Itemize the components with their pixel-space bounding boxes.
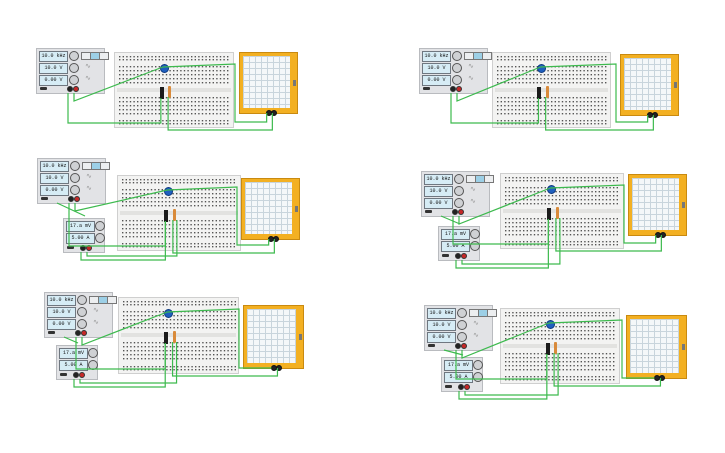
triangle-wave-button[interactable] — [484, 175, 494, 183]
current-display: 5.00 A — [444, 372, 473, 383]
wave-preview-icon: ∿ — [86, 185, 92, 192]
offset-display: 0.00 V — [47, 319, 76, 330]
current-knob[interactable] — [473, 372, 483, 382]
resistor[interactable] — [554, 342, 558, 354]
power-switch[interactable] — [425, 210, 432, 213]
amplitude-display: 10.0 V — [422, 63, 451, 74]
power-switch[interactable] — [428, 344, 435, 347]
power-switch[interactable] — [67, 246, 74, 249]
oscilloscope[interactable] — [626, 315, 687, 381]
oscilloscope-ground-terminal[interactable] — [659, 375, 666, 381]
frequency-display: 10.0 kHz — [47, 295, 76, 306]
amplitude-knob[interactable] — [457, 320, 467, 330]
triangle-wave-button[interactable] — [107, 296, 117, 304]
breadboard-holes — [503, 312, 617, 381]
power-switch[interactable] — [423, 87, 430, 90]
negative-terminal[interactable] — [455, 343, 461, 349]
amplitude-knob[interactable] — [70, 173, 80, 183]
frequency-knob[interactable] — [457, 308, 467, 318]
amplitude-display: 10.0 V — [39, 63, 68, 74]
frequency-display: 10.0 kHz — [40, 161, 69, 172]
wave-preview-icon: ∿ — [473, 332, 479, 339]
power-switch[interactable] — [60, 373, 67, 376]
oscilloscope-control[interactable] — [682, 343, 685, 350]
offset-display: 0.00 V — [422, 75, 451, 86]
power-switch[interactable] — [48, 331, 55, 334]
power-switch[interactable] — [445, 385, 452, 388]
triangle-wave-button[interactable] — [100, 162, 110, 170]
voltage-display: 17.a mV — [444, 360, 473, 371]
frequency-knob[interactable] — [69, 51, 79, 61]
negative-terminal[interactable] — [450, 86, 456, 92]
frequency-display: 10.0 kHz — [424, 174, 453, 185]
offset-display: 0.00 V — [39, 75, 68, 86]
triangle-wave-button[interactable] — [482, 52, 492, 60]
negative-terminal[interactable] — [452, 209, 458, 215]
oscilloscope-control[interactable] — [299, 333, 302, 340]
triangle-wave-button[interactable] — [99, 52, 109, 60]
oscilloscope-control[interactable] — [682, 202, 685, 208]
oscilloscope-control[interactable] — [674, 82, 677, 88]
power-switch[interactable] — [41, 197, 48, 200]
voltage-knob[interactable] — [473, 360, 483, 370]
offset-display: 0.00 V — [427, 332, 456, 343]
frequency-knob[interactable] — [452, 51, 462, 61]
triangle-wave-button[interactable] — [487, 309, 497, 317]
frequency-knob[interactable] — [454, 174, 464, 184]
power-switch[interactable] — [442, 254, 449, 257]
offset-display: 0.00 V — [424, 198, 453, 209]
amplitude-display: 10.0 V — [424, 186, 453, 197]
amplitude-display: 10.0 V — [40, 173, 69, 184]
wave-preview-icon: ∿ — [86, 173, 92, 180]
offset-knob[interactable] — [457, 332, 467, 342]
oscilloscope-control[interactable] — [293, 80, 296, 86]
wave-preview-icon: ∿ — [93, 307, 99, 314]
positive-terminal[interactable] — [464, 384, 470, 390]
breadboard[interactable] — [500, 308, 620, 384]
frequency-display: 10.0 kHz — [427, 308, 456, 319]
negative-terminal[interactable] — [68, 196, 74, 202]
capacitor[interactable] — [545, 343, 550, 355]
power-switch[interactable] — [40, 87, 47, 90]
potentiometer[interactable] — [545, 320, 555, 329]
oscilloscope-control[interactable] — [295, 206, 298, 212]
negative-terminal[interactable] — [75, 330, 81, 336]
positive-terminal[interactable] — [461, 343, 467, 349]
frequency-knob[interactable] — [77, 295, 87, 305]
frequency-display: 10.0 kHz — [39, 51, 68, 62]
frequency-knob[interactable] — [70, 161, 80, 171]
offset-display: 0.00 V — [40, 185, 69, 196]
frequency-display: 10.0 kHz — [422, 51, 451, 62]
amplitude-display: 10.0 V — [427, 320, 456, 331]
wave-preview-icon: ∿ — [473, 320, 479, 327]
amplitude-display: 10.0 V — [47, 307, 76, 318]
negative-terminal[interactable] — [67, 86, 73, 92]
capacitor[interactable] — [164, 210, 169, 222]
oscilloscope-screen — [630, 319, 679, 373]
